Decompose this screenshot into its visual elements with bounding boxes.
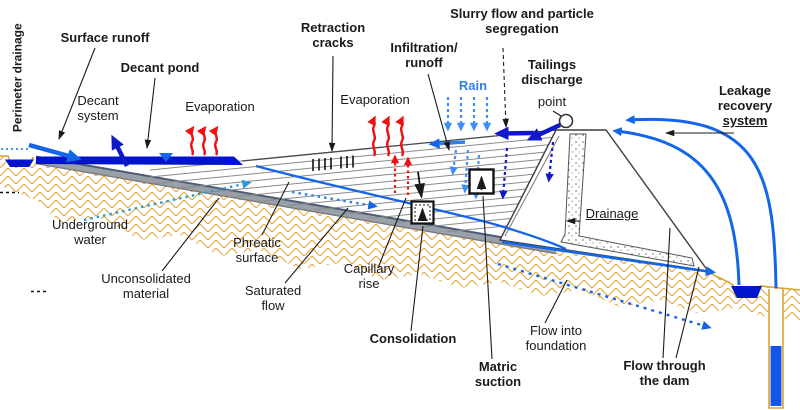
leader-lines [58, 47, 734, 360]
label-saturated-flow: Saturated flow [244, 283, 302, 313]
label-infiltration-runoff: Infiltration/ runoff [390, 40, 458, 70]
label-slurry-flow: Slurry flow and particle segregation [450, 6, 594, 36]
underground-water-dotted [83, 179, 252, 222]
label-perimeter-drainage: Perimeter drainage [10, 23, 25, 133]
label-rain: Rain [458, 78, 488, 93]
dam-upstream-inner-line [504, 135, 560, 237]
segregation-arrows [499, 141, 555, 200]
tailings-discharge-point-marker [558, 113, 574, 129]
water-level-marker [159, 153, 173, 162]
retraction-cracks-marks [312, 155, 354, 171]
toe-ditch-water [731, 286, 762, 298]
label-matric-suction: Matric suction [474, 359, 522, 389]
matric-suction-marker [468, 168, 495, 195]
dam-base-seepage-arrow [501, 240, 717, 277]
label-capillary-rise: Capillary rise [343, 261, 395, 291]
label-surface-runoff: Surface runoff [60, 30, 150, 45]
label-evaporation-right: Evaporation [340, 92, 410, 107]
label-tailings-point: point [537, 94, 567, 109]
evaporation-arrows-right [367, 115, 405, 157]
label-retraction-cracks: Retraction cracks [300, 20, 366, 50]
decant-pond-water [36, 156, 243, 165]
label-tailings-discharge: Tailings discharge [521, 57, 583, 87]
label-flow-into-foundation: Flow into foundation [525, 323, 587, 353]
leakage-recovery-arcs [612, 115, 778, 289]
label-consolidation: Consolidation [369, 331, 457, 346]
edge-dashes-left [0, 191, 48, 293]
label-phreatic-surface: Phreatic surface [233, 235, 281, 265]
slurry-arrow-left [494, 126, 535, 141]
label-drainage: Drainage [585, 206, 639, 221]
decant-riser-arrow [111, 134, 130, 168]
label-leakage-recovery: Leakage recovery [717, 83, 773, 113]
slurry-arrow-diagonal [526, 122, 561, 141]
perimeter-ditch-water [5, 159, 34, 167]
label-evaporation-left: Evaporation [185, 99, 255, 114]
label-leakage-system: system [722, 113, 768, 128]
rain-arrows [443, 97, 492, 132]
label-unconsolidated-material: Unconsolidated material [101, 271, 191, 301]
foundation-hatch [0, 156, 800, 320]
saturated-flow-dotted-arrow [291, 190, 378, 210]
surface-runoff-arrow [28, 142, 82, 163]
consolidation-marker [410, 171, 435, 225]
infiltration-runoff-arrow [428, 138, 466, 149]
label-decant-pond: Decant pond [120, 60, 200, 75]
label-decant-system: Decant system [77, 93, 119, 123]
recovery-well-water [770, 346, 782, 406]
evaporation-arrows-left [184, 125, 219, 156]
capillary-rise-arrows [390, 154, 413, 195]
phreatic-surface-line [255, 164, 567, 251]
label-flow-through-dam: Flow through the dam [623, 358, 706, 388]
chimney-drain [560, 133, 695, 267]
label-underground-water: Underground water [52, 217, 128, 247]
